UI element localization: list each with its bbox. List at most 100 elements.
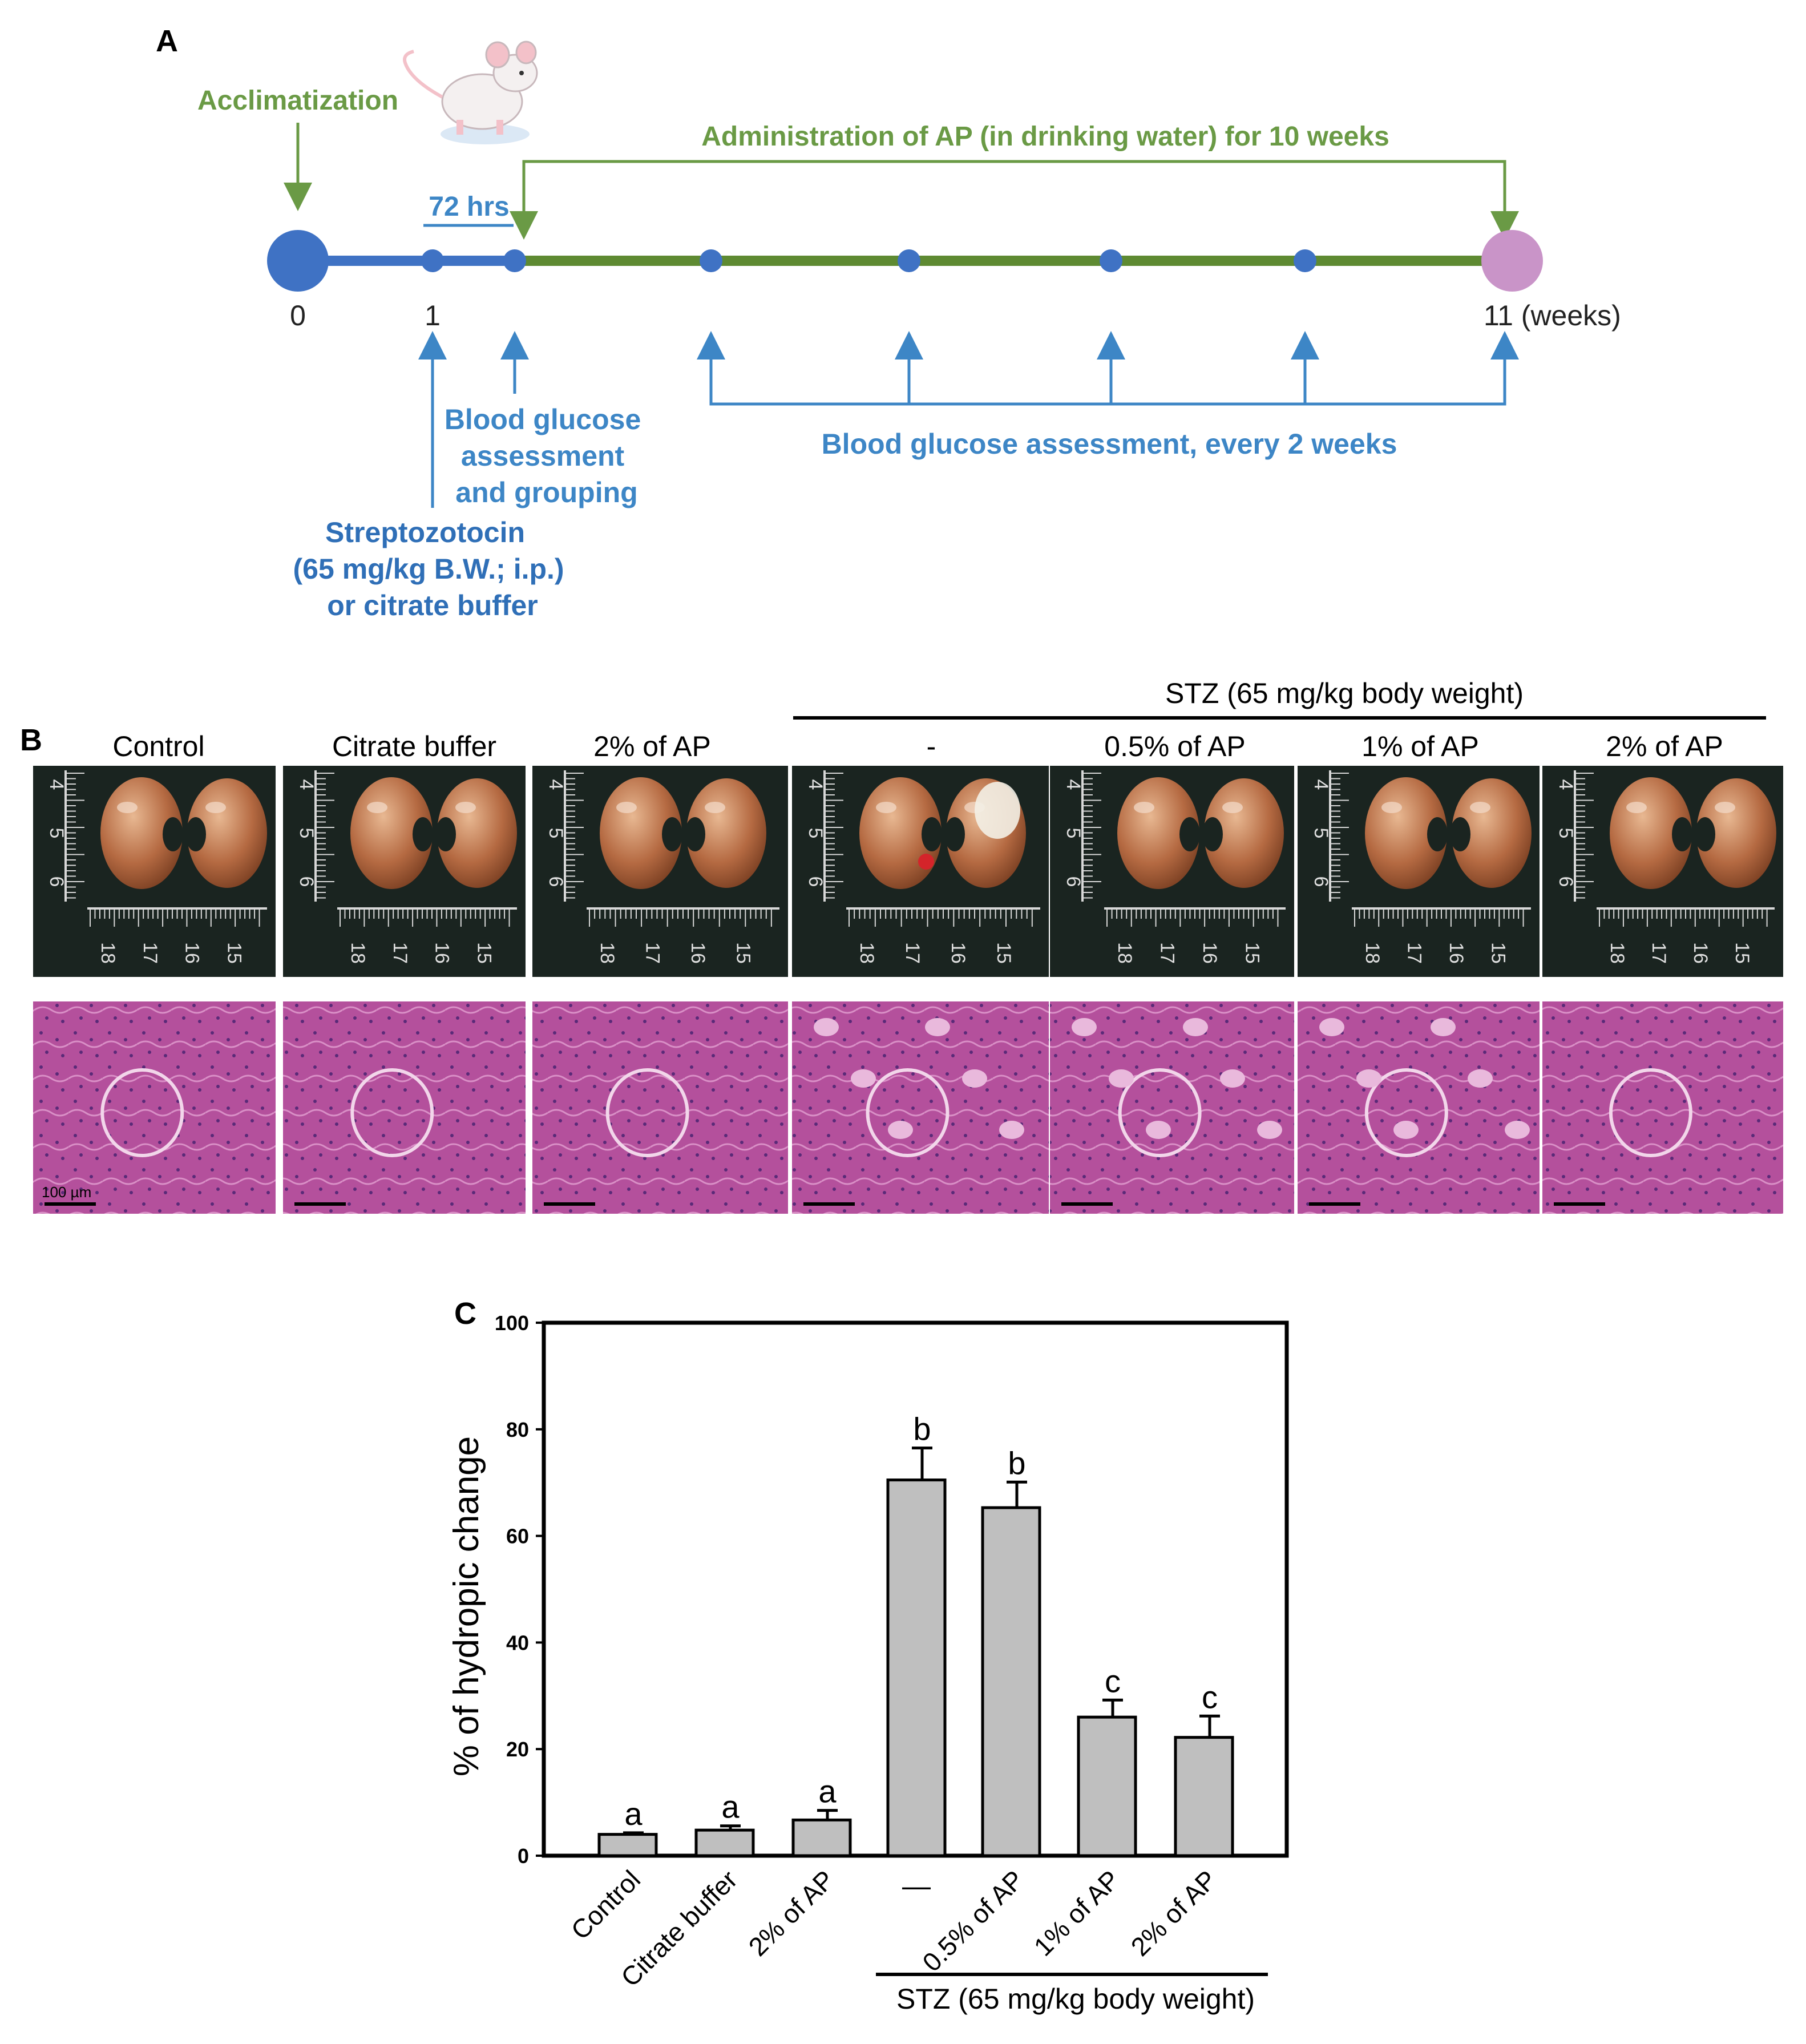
x-tick-label: 1% of AP [1028, 1864, 1125, 1962]
ruler-number: 5 [545, 828, 567, 839]
bar [694, 1828, 755, 1857]
histology-image: 100 µm [33, 1001, 276, 1214]
timeline-start-node [267, 230, 329, 292]
ruler-number: 4 [545, 779, 567, 790]
ruler-number: 18 [856, 942, 878, 964]
histology-row: 100 µm [33, 1001, 1783, 1214]
stz-footer: STZ (65 mg/kg body weight) [896, 1983, 1255, 2015]
ruler-number: 15 [1731, 942, 1753, 964]
significance-letter: b [913, 1411, 931, 1447]
blood-glucose-grouping-label: Blood glucose assessment and grouping [445, 403, 649, 508]
histology-image [1298, 1001, 1540, 1214]
ruler-number: 4 [296, 779, 317, 790]
ruler-number: 15 [733, 942, 754, 964]
column-label: 2% of AP [593, 730, 711, 762]
ruler-number: 6 [805, 876, 826, 887]
scale-bar-label: 100 µm [42, 1183, 91, 1201]
ruler-number: 17 [642, 942, 664, 964]
ruler-number: 6 [46, 876, 67, 887]
histology-image [1050, 1001, 1294, 1214]
ruler-number: 5 [296, 828, 317, 839]
bar [981, 1506, 1041, 1857]
panel-c-label: C [454, 1296, 476, 1331]
ruler-number: 17 [1648, 942, 1670, 964]
histology-image [532, 1001, 788, 1214]
panel-c: C % of hydropic change 020406080100aCont… [447, 1296, 1289, 2015]
tick-0: 0 [290, 300, 306, 332]
ruler-number: 18 [1606, 942, 1628, 964]
ruler-number: 15 [993, 942, 1015, 964]
ruler-number: 17 [1157, 942, 1178, 964]
ruler-number: 6 [296, 876, 317, 887]
column-label: 2% of AP [1606, 730, 1723, 762]
ruler-number: 4 [46, 779, 67, 790]
timeline-node [1294, 249, 1316, 272]
timeline-node [898, 249, 920, 272]
ruler-number: 16 [1690, 942, 1711, 964]
x-tick-label: 0.5% of AP [916, 1864, 1029, 1977]
ruler-number: 15 [223, 942, 245, 964]
ruler-number: 16 [687, 942, 709, 964]
administration-label: Administration of AP (in drinking water)… [701, 122, 1389, 152]
glucose-bracket [709, 345, 1506, 406]
ruler-number: 16 [1199, 942, 1221, 964]
ruler-number: 17 [902, 942, 923, 964]
ruler-number: 4 [1062, 779, 1084, 790]
panel-a-label: A [156, 24, 178, 58]
streptozotocin-label: Streptozotocin (65 mg/kg B.W.; i.p.) or … [293, 516, 572, 621]
ruler-number: 17 [1404, 942, 1425, 964]
bar [1174, 1736, 1234, 1857]
ruler-number: 4 [805, 779, 826, 790]
acclimatization-label: Acclimatization [197, 86, 398, 116]
timeline-end-node [1481, 230, 1543, 292]
x-tick-label: 2% of AP [1125, 1864, 1222, 1962]
bar [886, 1479, 947, 1857]
x-tick-label: — [902, 1870, 931, 1902]
timeline-node [700, 249, 722, 272]
column-label: Control [112, 730, 204, 762]
ruler-number: 15 [1488, 942, 1509, 964]
significance-letter: b [1008, 1445, 1025, 1481]
column-label: Citrate buffer [332, 730, 496, 762]
ruler-number: 4 [1555, 779, 1577, 790]
bar [597, 1833, 658, 1857]
significance-letter: c [1105, 1663, 1121, 1699]
panel-a: A Acclimatization Administration of AP (… [156, 24, 1621, 621]
x-tick-label: 2% of AP [742, 1864, 840, 1962]
y-tick-label: 40 [506, 1631, 529, 1654]
histology-image [283, 1001, 526, 1214]
ruler-number: 16 [947, 942, 969, 964]
blood-glucose-every-label: Blood glucose assessment, every 2 weeks [822, 428, 1397, 460]
y-tick-label: 60 [506, 1525, 529, 1548]
bar [1077, 1715, 1137, 1857]
ruler-number: 4 [1310, 779, 1332, 790]
y-tick-label: 0 [518, 1844, 529, 1868]
administration-bracket [522, 160, 1506, 225]
y-axis-label: % of hydropic change [447, 1436, 486, 1776]
timeline-node [1100, 249, 1122, 272]
histology-image [792, 1001, 1049, 1214]
ruler-number: 18 [97, 942, 119, 964]
ruler-number: 6 [545, 876, 567, 887]
ruler-number: 6 [1555, 876, 1577, 887]
ruler-number: 15 [1242, 942, 1263, 964]
ruler-number: 5 [1555, 828, 1577, 839]
x-tick-label: Control [565, 1864, 646, 1945]
ruler-number: 5 [46, 828, 67, 839]
kidney-photo: 4 5 6 18 17 16 15 [1542, 766, 1783, 977]
y-tick-label: 80 [506, 1418, 529, 1441]
y-tick-label: 100 [495, 1311, 529, 1335]
ruler-number: 5 [1310, 828, 1332, 839]
ruler-number: 6 [1062, 876, 1084, 887]
tick-1: 1 [425, 300, 441, 332]
timeline-node [421, 249, 444, 272]
significance-letter: c [1202, 1679, 1218, 1715]
ruler-number: 17 [389, 942, 411, 964]
ruler-number: 17 [139, 942, 161, 964]
